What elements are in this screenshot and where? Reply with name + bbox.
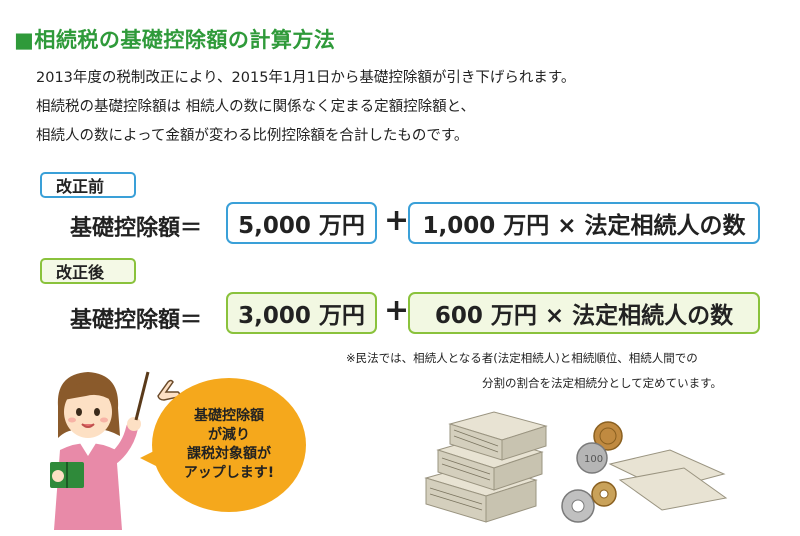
before-proportional-amount: 1,000 万円 × 法定相続人の数	[408, 202, 760, 244]
note-line-1: ※民法では、相続人となる者(法定相続人)と相続順位、相続人間での	[346, 351, 698, 365]
intro-line-2: 相続税の基礎控除額は 相続人の数に関係なく定まる定額控除額と、	[36, 99, 476, 115]
before-tag: 改正前	[40, 172, 136, 198]
bubble-line-1: 基礎控除額	[194, 408, 264, 424]
after-formula-label: 基礎控除額＝	[70, 308, 203, 333]
bubble-line-3: 課税対象額が	[187, 446, 271, 462]
before-fixed-amount: 5,000 万円	[226, 202, 377, 244]
after-tag: 改正後	[40, 258, 136, 284]
speech-bubble: 基礎控除額 が減り 課税対象額が アップします!	[152, 378, 306, 512]
intro-line-3: 相続人の数によって金額が変わる比例控除額を合計したものです。	[36, 128, 469, 144]
after-proportional-amount: 600 万円 × 法定相続人の数	[408, 292, 760, 334]
before-plus-sign: +	[384, 203, 410, 238]
intro-line-1: 2013年度の税制改正により、2015年1月1日から基礎控除額が引き下げられます…	[36, 70, 576, 86]
after-plus-sign: +	[384, 293, 410, 328]
bubble-line-2: が減り	[208, 427, 250, 443]
page-title: ■相続税の基礎控除額の計算方法	[14, 28, 336, 52]
cash-stacks-illustration	[424, 411, 548, 523]
after-fixed-amount: 3,000 万円	[226, 292, 377, 334]
coins-and-bills-illustration: 100	[561, 421, 728, 523]
coin-100-label: 100	[584, 454, 603, 465]
before-formula-label: 基礎控除額＝	[70, 216, 203, 241]
woman-with-pointer-illustration	[50, 371, 150, 530]
note-line-2: 分割の割合を法定相続分として定めています。	[482, 376, 723, 390]
bubble-line-4: アップします!	[183, 465, 275, 481]
